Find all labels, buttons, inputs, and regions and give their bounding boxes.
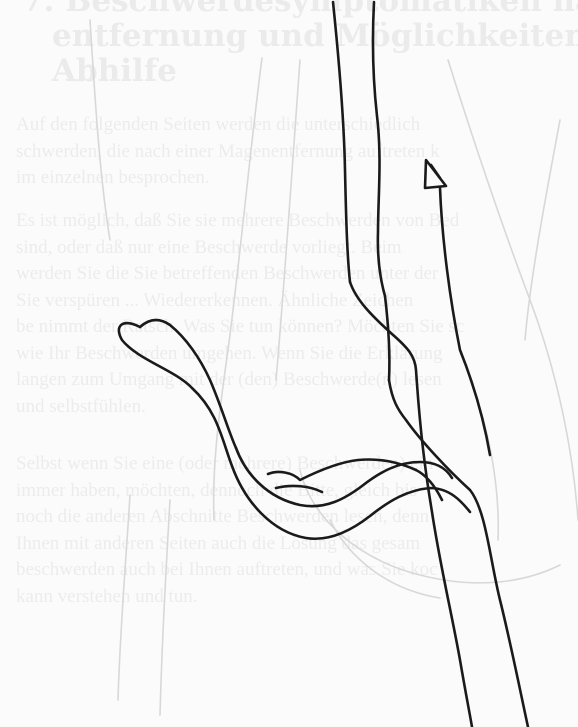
intestine-right-wall (389, 380, 528, 727)
esophagus-right-wall (373, 2, 385, 296)
intestine-left-wall (350, 282, 472, 727)
anastomosis-loop-bottom (276, 486, 322, 492)
anastomosis-loop-top (268, 459, 416, 480)
duodenal-stump-lower-inner (236, 448, 452, 506)
main-line-drawing (119, 2, 528, 727)
arrow-head-inner (431, 165, 440, 178)
esophagus-left-wall (333, 2, 350, 282)
tube-right-wall (385, 296, 389, 380)
arrow-shaft (440, 188, 490, 455)
duodenal-stump-outer (119, 323, 470, 539)
arrow-head (425, 160, 446, 188)
